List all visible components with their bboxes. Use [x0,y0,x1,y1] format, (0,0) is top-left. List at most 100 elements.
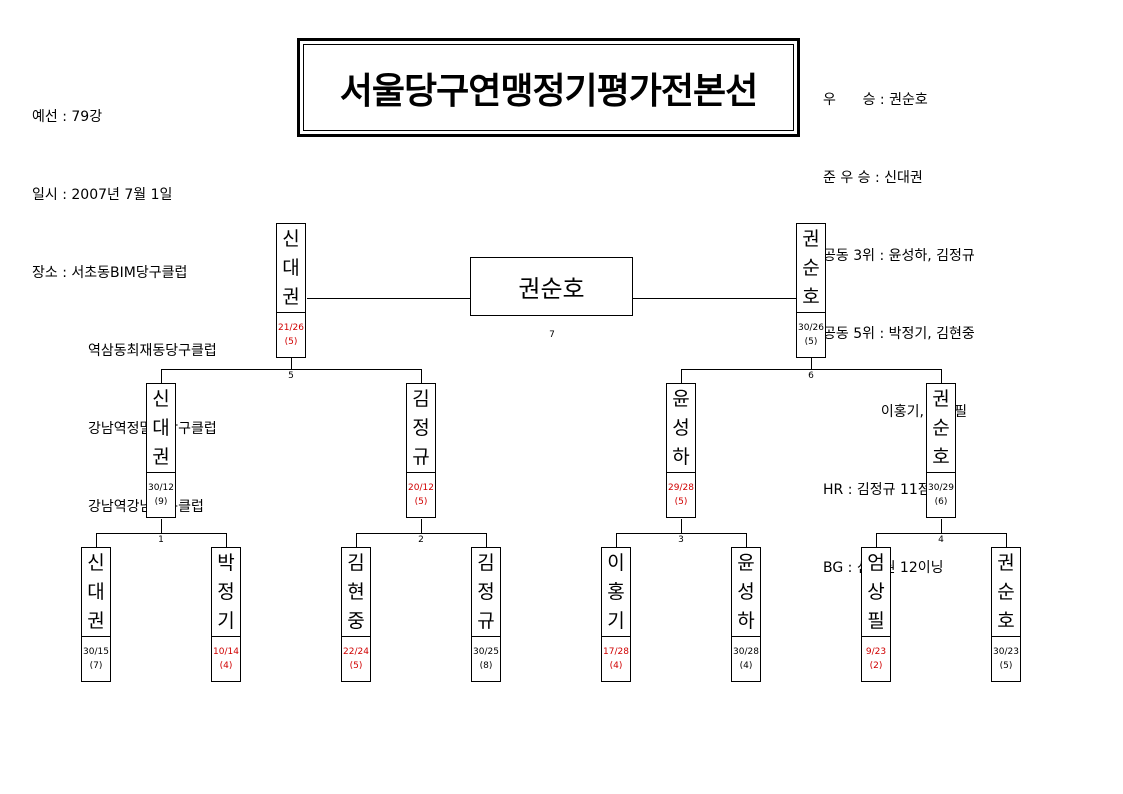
player-name-char: 대 [152,416,170,439]
bracket-line [161,519,162,533]
player-name-char: 이 [607,551,625,574]
score-value: 30/28 [733,647,759,657]
innings-value: (5) [804,337,818,347]
score-cell: 30/25 (8) [472,636,500,681]
result-line: 우 승 : 권순호 [823,92,928,108]
bracket-line [941,519,942,533]
innings-value: (5) [414,497,428,507]
score-value: 21/26 [278,323,304,333]
player-name-char: 성 [737,580,755,603]
innings-value: (5) [999,661,1013,671]
score-value: 30/12 [148,483,174,493]
champion-box: 권순호 [470,257,633,316]
innings-value: (4) [609,661,623,671]
title-frame: 서울당구연맹정기평가전본선 [297,38,800,137]
player-name-char: 윤 [737,551,755,574]
score-value: 22/24 [343,647,369,657]
result-line: 준 우 승 : 신대권 [823,170,923,186]
player-name-char: 중 [347,609,365,632]
result-line: 공동 3위 : 윤성하, 김정규 [823,248,975,264]
innings-value: (4) [219,661,233,671]
player-name-char: 기 [607,609,625,632]
venue-info: 강남역정말로당구클럽 [32,416,217,442]
innings-value: (4) [739,661,753,671]
player-name-char: 홍 [607,580,625,603]
bracket-line [486,533,487,547]
player-name-char: 김 [477,551,495,574]
bracket-line [876,533,1007,534]
bracket-line [161,369,422,370]
player-name-char: 박 [217,551,235,574]
score-value: 29/28 [668,483,694,493]
score-value: 30/29 [928,483,954,493]
player-name-char: 김 [347,551,365,574]
player-name-char: 정 [217,580,235,603]
player-name-char: 권 [87,609,105,632]
player-name-char: 엄 [867,551,885,574]
bracket-line [811,355,812,369]
innings-value: (8) [479,661,493,671]
date-info: 일시 : 2007년 7월 1일 [32,187,173,203]
event-info: 예선 : 79강 일시 : 2007년 7월 1일 장소 : 서초동BIM당구클… [32,52,217,546]
player-name-char: 순 [932,416,950,439]
bracket-line [356,533,487,534]
score-value: 30/23 [993,647,1019,657]
bracket-line [356,533,357,547]
score-value: 10/14 [213,647,239,657]
player-name-char: 현 [347,580,365,603]
score-cell: 17/28(4) [602,636,630,681]
player-name-char: 정 [412,416,430,439]
player-name-char: 하 [672,445,690,468]
player-name-char: 윤 [672,387,690,410]
player-name-char: 필 [867,609,885,632]
score-cell: 30/29(6) [927,472,955,517]
bracket-line [307,298,470,299]
page-title: 서울당구연맹정기평가전본선 [339,70,759,112]
score-value: 30/25 [473,647,499,657]
score-value: 20/12 [408,483,434,493]
bracket-line [1006,533,1007,547]
innings-value: (2) [869,661,883,671]
match-number: 2 [418,535,424,545]
match-number: 1 [158,535,164,545]
score-cell: 30/15 (7) [82,636,110,681]
score-cell: 30/28 (4) [732,636,760,681]
innings-value: (9) [154,497,168,507]
player-name-char: 신 [152,387,170,410]
player-name-char: 순 [997,580,1015,603]
player-name-char: 성 [672,416,690,439]
innings-value: (7) [89,661,103,671]
score-cell: 10/14 (4) [212,636,240,681]
score-value: 30/15 [83,647,109,657]
bracket-line [96,533,97,547]
player-name-char: 권 [802,227,820,250]
innings-value: (5) [674,497,688,507]
match-number: 4 [938,535,944,545]
score-cell: 20/12 (5) [407,472,435,517]
player-name-char: 김 [412,387,430,410]
round-info: 예선 : 79강 [32,109,103,125]
result-line: 공동 5위 : 박정기, 김현중 [823,326,975,342]
match-number: 5 [288,371,294,381]
title-inner-frame: 서울당구연맹정기평가전본선 [303,44,794,131]
bracket-line [96,533,227,534]
score-cell: 30/12 (9) [147,472,175,517]
player-name-char: 기 [217,609,235,632]
bracket-line [291,355,292,369]
